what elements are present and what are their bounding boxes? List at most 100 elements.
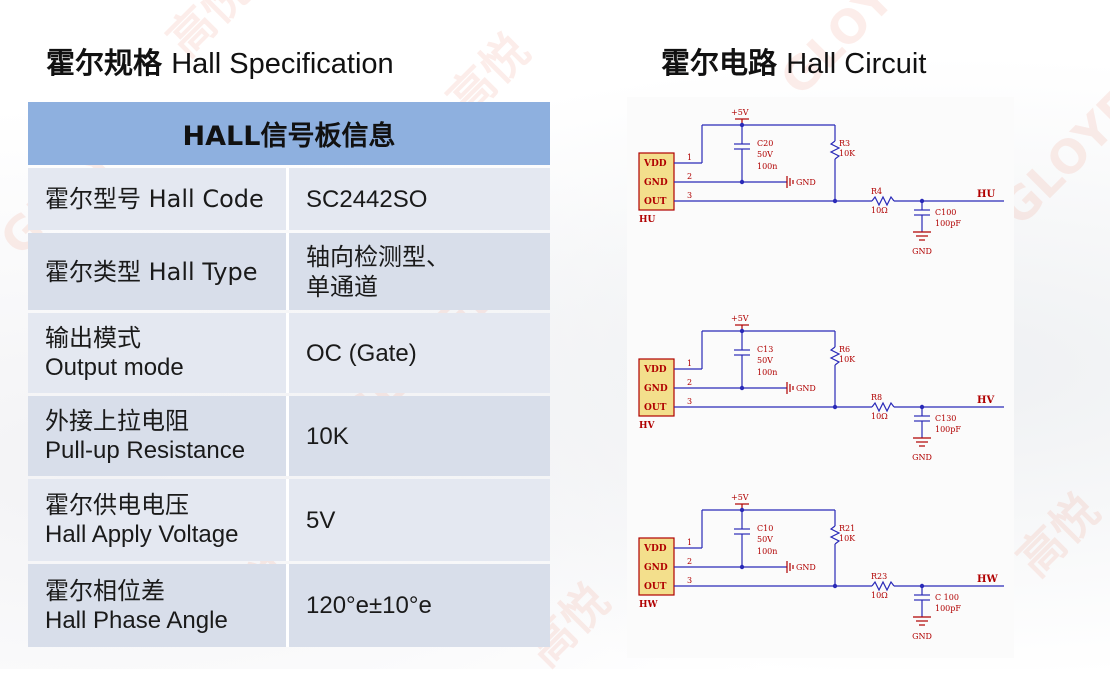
circuit-heading-cn: 霍尔电路 [661, 46, 778, 80]
pin-number: 3 [687, 576, 692, 585]
cap1-voltage: 50V [757, 150, 773, 159]
hall-connector [638, 152, 675, 211]
table-row: 外接上拉电阻 Pull-up Resistance 10K [28, 396, 550, 476]
cap1-voltage: 50V [757, 535, 773, 544]
spec-heading-en: Hall Specification [171, 48, 394, 80]
series-value: 10Ω [871, 412, 888, 421]
value-text-line2: 单通道 [306, 272, 378, 301]
row-label: 外接上拉电阻 Pull-up Resistance [28, 396, 289, 476]
series-value: 10Ω [871, 591, 888, 600]
junction-dot [739, 179, 745, 185]
spec-table: HALL信号板信息 霍尔型号 Hall Code SC2442SO 霍尔类型 H… [28, 99, 550, 650]
output-label: HU [977, 189, 995, 200]
pin-label-gnd: GND [644, 563, 668, 573]
value-text: 120°e±10°e [306, 592, 432, 619]
pullup-value: 10K [839, 355, 856, 364]
value-text: OC (Gate) [306, 339, 417, 367]
junction-dot [739, 564, 745, 570]
pullup-resistor [829, 525, 841, 545]
hall-connector [638, 358, 675, 417]
supply-label: +5V [731, 108, 749, 117]
hall-connector [638, 537, 675, 596]
series-resistor [871, 195, 895, 207]
circuit-heading-en: Hall Circuit [786, 48, 927, 80]
series-name: R4 [871, 187, 882, 196]
value-text: 10K [306, 422, 349, 450]
sensor-label: HW [639, 600, 659, 610]
pin-number: 2 [687, 172, 692, 181]
sensor-label: HU [639, 215, 656, 225]
table-row: 霍尔相位差 Hall Phase Angle 120°e±10°e [28, 564, 550, 647]
label-text-en: Output mode [45, 354, 184, 381]
row-label: 霍尔类型 Hall Type [28, 233, 289, 310]
row-value: 轴向检测型、 单通道 [289, 233, 550, 310]
ground-label: GND [796, 384, 816, 393]
value-text: 5V [306, 506, 336, 534]
label-text-cn: 霍尔相位差 [45, 576, 165, 605]
series-name: R23 [871, 572, 887, 581]
cap2-name: C130 [935, 414, 956, 423]
pullup-resistor [829, 140, 841, 160]
ground-label: GND [796, 563, 816, 572]
pin-label-vdd: VDD [643, 365, 667, 375]
cap1-voltage: 50V [757, 356, 773, 365]
pin-label-out: OUT [644, 582, 667, 592]
pin-number: 2 [687, 557, 692, 566]
pullup-value: 10K [839, 149, 856, 158]
junction-dot [739, 385, 745, 391]
bottom-ground-label: GND [912, 247, 932, 256]
pin-label-gnd: GND [644, 178, 668, 188]
table-row: 霍尔类型 Hall Type 轴向检测型、 单通道 [28, 233, 550, 310]
cap2-value: 100pF [935, 604, 961, 613]
label-text-cn: 霍尔供电电压 [45, 491, 189, 519]
supply-label: +5V [731, 493, 749, 502]
cap1-name: C20 [757, 139, 773, 148]
cap2-value: 100pF [935, 219, 961, 228]
pullup-name: R21 [839, 524, 855, 533]
junction-dot [832, 583, 838, 589]
pin-number: 3 [687, 397, 692, 406]
pin-label-out: OUT [644, 403, 667, 413]
label-text-en: Hall Apply Voltage [45, 521, 239, 548]
junction-dot [832, 198, 838, 204]
label-text-cn: 输出模式 [45, 324, 141, 352]
row-value: 5V [289, 479, 550, 561]
output-label: HW [977, 574, 998, 585]
series-name: R8 [871, 393, 882, 402]
sensor-label: HV [639, 421, 656, 431]
pin-label-out: OUT [644, 197, 667, 207]
pin-number: 1 [687, 538, 692, 547]
series-resistor [871, 580, 895, 592]
pullup-name: R6 [839, 345, 850, 354]
row-value: 120°e±10°e [289, 564, 550, 647]
ground-label: GND [796, 178, 816, 187]
label-text: 霍尔类型 Hall Type [45, 257, 258, 286]
spec-heading: 霍尔规格 Hall Specification [46, 40, 394, 82]
pin-number: 2 [687, 378, 692, 387]
output-label: HV [977, 395, 994, 406]
row-label: 输出模式 Output mode [28, 313, 289, 393]
pin-label-gnd: GND [644, 384, 668, 394]
cap1-value: 100n [757, 368, 777, 377]
label-text-en: Pull-up Resistance [45, 437, 246, 464]
watermark: 高悦 [1006, 483, 1110, 587]
row-label: 霍尔型号 Hall Code [28, 168, 289, 230]
pin-label-vdd: VDD [643, 544, 667, 554]
junction-dot [832, 404, 838, 410]
label-text: 霍尔型号 Hall Code [45, 185, 264, 213]
row-value: OC (Gate) [289, 313, 550, 393]
row-label: 霍尔相位差 Hall Phase Angle [28, 564, 289, 647]
table-row: 霍尔型号 Hall Code SC2442SO [28, 168, 550, 230]
pin-number: 1 [687, 153, 692, 162]
row-value: SC2442SO [289, 168, 550, 230]
bottom-ground-label: GND [912, 453, 932, 462]
hall-circuit-hu: VDDGNDOUTHU123+5VC2050V100nGNDR310KR410Ω… [638, 108, 1004, 256]
pin-number: 3 [687, 191, 692, 200]
cap1-name: C10 [757, 524, 773, 533]
pin-number: 1 [687, 359, 692, 368]
value-text: SC2442SO [306, 185, 428, 213]
table-header: HALL信号板信息 [28, 102, 550, 165]
row-label: 霍尔供电电压 Hall Apply Voltage [28, 479, 289, 561]
cap2-value: 100pF [935, 425, 961, 434]
